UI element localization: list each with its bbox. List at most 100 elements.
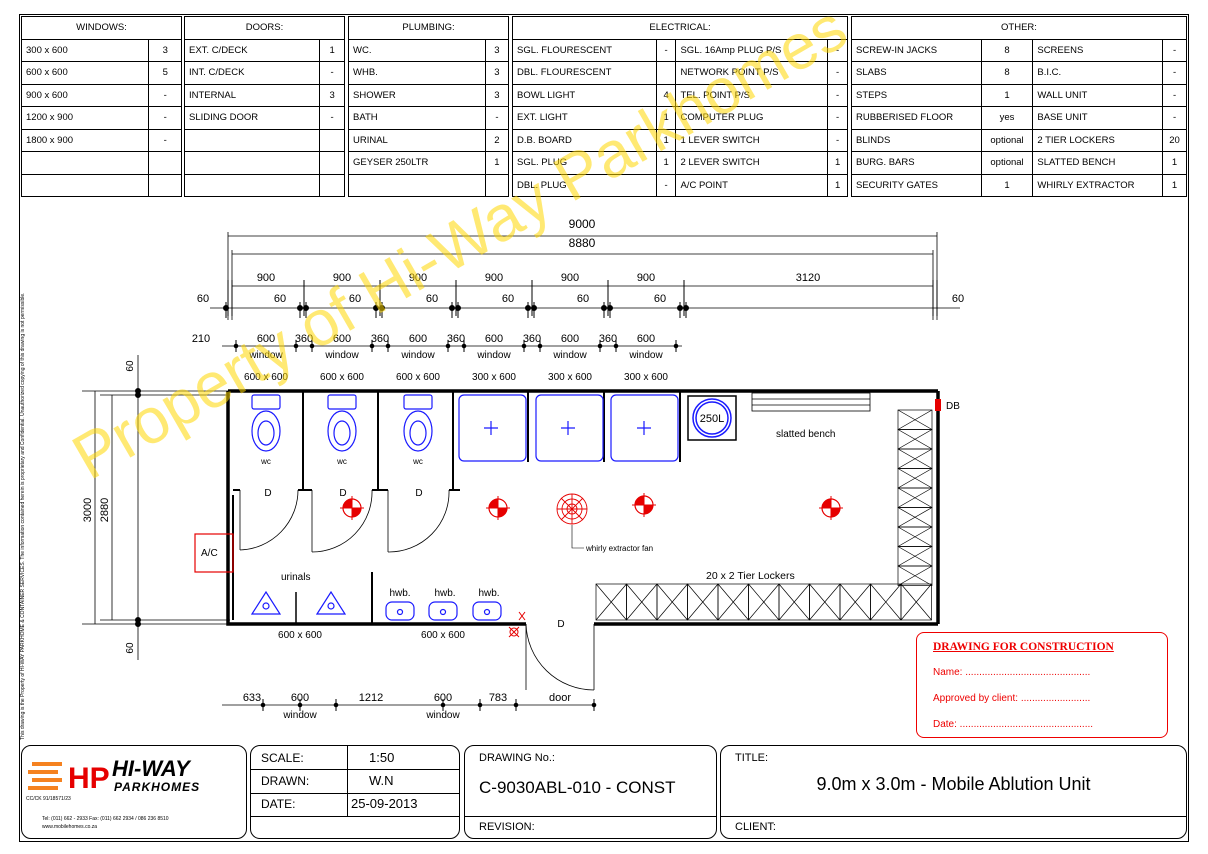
window-dimension: 360 bbox=[371, 333, 389, 345]
window-tag: window bbox=[400, 350, 435, 361]
door-label: D bbox=[339, 488, 346, 499]
bottom-window-tag: window bbox=[425, 710, 460, 721]
dimension-dot bbox=[445, 343, 451, 349]
bay-dimension: 900 bbox=[333, 272, 351, 284]
electrical-cell: - bbox=[827, 106, 848, 130]
logo-icon: HP bbox=[28, 762, 110, 794]
dimension-dot bbox=[385, 343, 391, 349]
other-cell: RUBBERISED FLOOR bbox=[851, 106, 982, 130]
windows-cell bbox=[20, 151, 150, 175]
dimension-dot bbox=[293, 343, 299, 349]
other-cell: BURG. BARS bbox=[851, 151, 982, 175]
company-name: HI-WAY bbox=[112, 756, 190, 781]
locker-cross bbox=[839, 583, 871, 621]
note-name: Name: ..................................… bbox=[933, 667, 1091, 678]
dimension-dot bbox=[683, 305, 689, 311]
bay-dimension: 900 bbox=[561, 272, 579, 284]
windows-cell bbox=[148, 173, 182, 197]
bay-dimension: 900 bbox=[637, 272, 655, 284]
dimension-dot bbox=[537, 343, 543, 349]
electrical-cell: 1 bbox=[827, 151, 848, 175]
client-label: CLIENT: bbox=[735, 821, 776, 833]
dimension-dot bbox=[379, 305, 385, 311]
dimension-dot bbox=[333, 702, 339, 708]
plumbing-cell: 3 bbox=[484, 38, 510, 62]
electrical-cell: 1 bbox=[655, 128, 677, 152]
other-cell: 1 bbox=[1162, 173, 1187, 197]
other-cell: optional bbox=[980, 151, 1034, 175]
window-size: 600 x 600 bbox=[396, 372, 440, 383]
dimension-lines bbox=[82, 232, 960, 706]
db-board bbox=[935, 399, 941, 411]
locker-cross bbox=[897, 507, 933, 528]
other-cell: 1 bbox=[980, 173, 1034, 197]
cubicle-walls bbox=[232, 391, 681, 624]
window-size: 600 x 600 bbox=[320, 372, 364, 383]
dimension-dot bbox=[521, 343, 527, 349]
plumbing-cell: - bbox=[484, 106, 510, 130]
geyser-label: 250L bbox=[700, 413, 724, 425]
lockers bbox=[595, 409, 933, 621]
window-dimension: 210 bbox=[192, 333, 210, 345]
note-date: Date: ..................................… bbox=[933, 719, 1094, 730]
window-dimension: 360 bbox=[447, 333, 465, 345]
doors-row bbox=[183, 128, 345, 152]
dimension-dot bbox=[477, 702, 483, 708]
company-tel: Tel: (011) 662 - 2933 Fax: (011) 662 293… bbox=[42, 816, 169, 822]
doors-cell bbox=[319, 128, 345, 152]
other-cell: BLINDS bbox=[851, 128, 982, 152]
electrical-cell: 2 LEVER SWITCH bbox=[675, 151, 829, 175]
windows-cell: 1200 x 900 bbox=[20, 106, 150, 130]
toilet-bowl bbox=[403, 410, 433, 452]
locker-cross bbox=[809, 583, 841, 621]
window-size: 300 x 600 bbox=[472, 372, 516, 383]
drawing-no: C-9030ABL-010 - CONST bbox=[479, 778, 676, 797]
drawing-title: 9.0m x 3.0m - Mobile Ablution Unit bbox=[816, 774, 1091, 794]
slatted-bench bbox=[751, 392, 871, 412]
toilet-seat bbox=[409, 420, 427, 446]
electrical-schedule: ELECTRICAL: SGL. FLOURESCENT-SGL. 16Amp … bbox=[512, 16, 848, 197]
window-dimension: 360 bbox=[295, 333, 313, 345]
windows-row: 1800 x 900- bbox=[20, 128, 182, 152]
dimension-dot bbox=[223, 305, 229, 311]
height-gap-bottom: 60 bbox=[125, 642, 136, 654]
bay-dimension: 900 bbox=[485, 272, 503, 284]
bowl-light-fill bbox=[635, 496, 653, 514]
dimension-dot bbox=[613, 343, 619, 349]
title-block: TITLE: 9.0m x 3.0m - Mobile Ablution Uni… bbox=[720, 745, 1187, 839]
windows-row: 1200 x 900- bbox=[20, 106, 182, 130]
fan-label: whirly extractor fan bbox=[585, 544, 653, 553]
window-dimension: 360 bbox=[523, 333, 541, 345]
lockers-label: 20 x 2 Tier Lockers bbox=[706, 570, 795, 582]
inner-dimension: 8880 bbox=[569, 236, 596, 250]
doors-row: SLIDING DOOR- bbox=[183, 106, 345, 130]
toilet-seat bbox=[333, 420, 351, 446]
height-total: 3000 bbox=[82, 498, 94, 522]
bottom-dimension: 600 bbox=[291, 692, 309, 704]
bottom-dimension: 783 bbox=[489, 692, 507, 704]
bottom-dimension: 633 bbox=[243, 692, 261, 704]
window-size: 300 x 600 bbox=[624, 372, 668, 383]
bench-label: slatted bench bbox=[776, 429, 836, 440]
windows-cell: - bbox=[148, 128, 182, 152]
dimension-dot bbox=[369, 343, 375, 349]
doors-row: INT. C/DECK- bbox=[183, 61, 345, 85]
electrical-cell: 1 LEVER SWITCH bbox=[675, 128, 829, 152]
locker bbox=[900, 583, 932, 621]
geyser bbox=[687, 395, 737, 441]
electrical-cell: - bbox=[827, 128, 848, 152]
note-heading: DRAWING FOR CONSTRUCTION bbox=[933, 641, 1114, 653]
dimension-dot bbox=[135, 621, 141, 627]
window-tag: window bbox=[552, 350, 587, 361]
bottom-dimension: door bbox=[549, 692, 571, 704]
dimension-dot bbox=[591, 702, 597, 708]
walls bbox=[226, 389, 940, 626]
bowl-light-fill bbox=[822, 499, 840, 517]
windows-row bbox=[20, 151, 182, 175]
